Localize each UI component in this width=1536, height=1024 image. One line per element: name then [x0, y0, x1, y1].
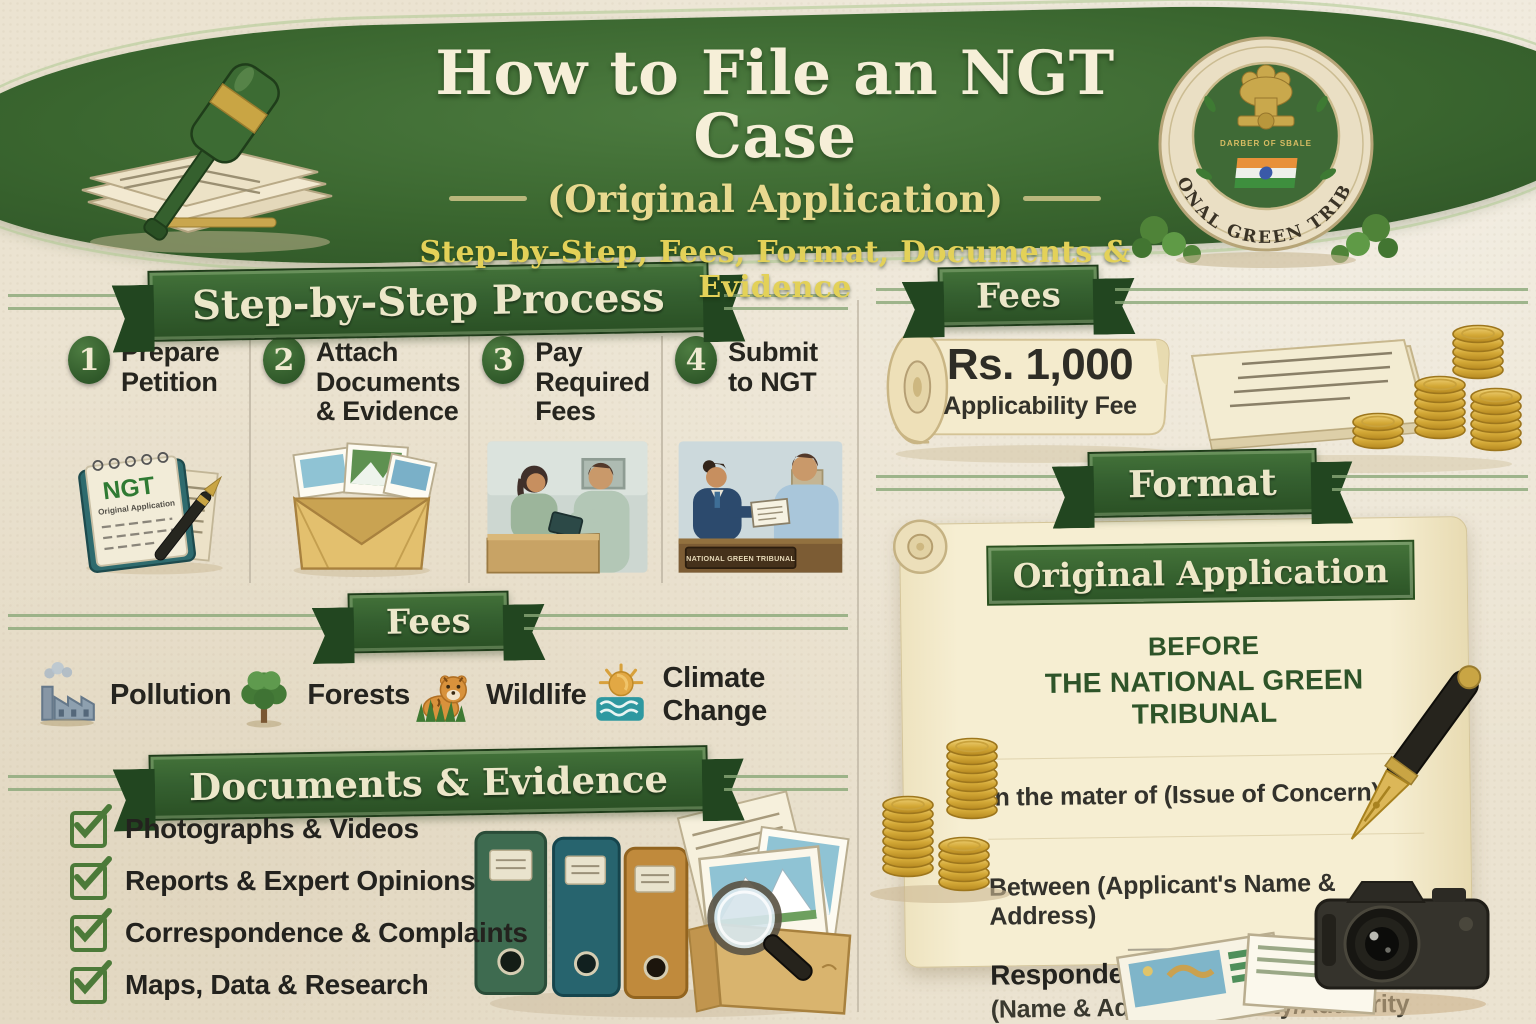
category-forests-label: Forests: [307, 678, 411, 711]
step-4-number-badge: 4: [675, 336, 718, 384]
fee-categories-row: Pollution Forests Wildl: [34, 652, 840, 738]
checkbox-check-icon: [70, 803, 112, 848]
notepad-illustration: NGT Original Application: [78, 451, 223, 575]
format-section-header: Format: [876, 448, 1529, 518]
step-3-label: Pay Required Fees: [535, 337, 650, 427]
evidence-checklist: Photographs & Videos Reports & Expert Op…: [70, 803, 528, 1004]
pay-fees-illustration: [486, 441, 648, 574]
camera-photos-illustration: [1115, 881, 1490, 1020]
subtitle-dash-left: [448, 196, 527, 202]
right-fees-section-header: Fees: [876, 264, 1528, 328]
category-wildlife: Wildlife: [410, 662, 587, 728]
rule-line: [724, 293, 849, 310]
category-climate-label: Climate Change: [662, 662, 768, 727]
gavel-icon: [81, 63, 333, 253]
page-tagline: Step-by-Step, Fees, Format, Documents & …: [419, 234, 1131, 305]
step-2-label: Attach Documents & Evidence: [315, 337, 461, 427]
sun-waves-icon: [596, 663, 645, 721]
ngt-emblem-seal: DARBER OF SBALE NATIONAL GREEN TRIBUNAL: [1126, 24, 1398, 268]
rule-line: [524, 614, 848, 630]
rule-line: [1114, 288, 1528, 304]
header-title-block: How to File an NGT Case (Original Applic…: [380, 42, 1170, 305]
rule-line: [8, 614, 332, 630]
category-wildlife-label: Wildlife: [486, 678, 587, 711]
desk-nameplate: NATIONAL GREEN TRIBUNAL: [686, 554, 795, 563]
documents-section-header: Documents & Evidence: [8, 745, 849, 821]
application-title: Original Application: [1012, 550, 1389, 595]
left-fees-section-header: Fees: [8, 590, 848, 654]
checklist-item: Correspondence & Complaints: [70, 907, 528, 952]
rule-line: [8, 775, 133, 791]
column-divider: [857, 300, 859, 1012]
checkbox-check-icon: [70, 855, 112, 900]
scroll-curl-icon: [892, 519, 948, 574]
coin-stacks-icon: [870, 737, 1010, 903]
step-2-cell: 2 Attach Documents & Evidence: [248, 336, 468, 583]
rule-line: [1332, 475, 1529, 491]
checklist-item-label: Correspondence & Complaints: [125, 917, 528, 948]
step-4-cell: 4 Submit to NGT: [661, 336, 854, 583]
subtitle-dash-right: [1023, 196, 1102, 202]
format-scroll-document: Original Application BEFORE THE NATIONAL…: [892, 516, 1474, 1024]
emblem-sprig-icon: [1195, 95, 1337, 180]
page-title: How to File an NGT Case: [435, 38, 1115, 173]
format-banner-ribbon: Format: [1087, 448, 1317, 518]
emblem-motto: DARBER OF SBALE: [1220, 139, 1312, 148]
category-climate: Climate Change: [586, 662, 840, 728]
garland-leaves-icon: [1132, 214, 1398, 268]
india-flag-icon: [1234, 158, 1298, 188]
checklist-item: Reports & Expert Opinions: [70, 855, 528, 900]
ashoka-capital-icon: [1237, 64, 1295, 130]
checklist-item-label: Reports & Expert Opinions: [125, 865, 476, 896]
checklist-item: Photographs & Videos: [70, 803, 528, 848]
left-fees-banner-ribbon: Fees: [347, 590, 509, 654]
step-2-number-badge: 2: [262, 336, 305, 384]
fee-amount-box: Rs. 1,000 Applicability Fee: [920, 340, 1160, 421]
step-1-number-badge: 1: [68, 336, 110, 384]
step-4-label: Submit to NGT: [728, 337, 818, 397]
category-pollution: Pollution: [34, 662, 232, 728]
submit-ngt-illustration: NATIONAL GREEN TRIBUNAL: [678, 441, 843, 573]
steps-grid: 1 Prepare Petition NGT Original Applicat…: [56, 336, 854, 583]
steps-section-header: Step-by-Step Process: [8, 261, 849, 342]
checklist-item-label: Photographs & Videos: [125, 813, 419, 844]
fee-amount-label: Applicability Fee: [943, 392, 1137, 420]
category-forests: Forests: [231, 662, 410, 728]
pen-icon: [154, 475, 223, 561]
notepad-title: NGT: [101, 472, 156, 505]
checkbox-check-icon: [70, 959, 112, 1004]
category-pollution-label: Pollution: [110, 678, 232, 711]
fee-amount: Rs. 1,000: [946, 340, 1134, 389]
step-3-number-badge: 3: [482, 336, 525, 384]
binders-box-illustration: [474, 790, 852, 1018]
factory-icon: [40, 662, 95, 727]
tree-icon: [241, 671, 288, 728]
rule-line: [723, 775, 849, 791]
rule-line: [876, 288, 922, 304]
tiger-icon: [416, 675, 467, 722]
fee-document-coins-illustration: [1190, 324, 1522, 473]
application-title-bar: Original Application: [986, 539, 1416, 606]
envelope-documents-illustration: [292, 442, 438, 578]
rule-line: [876, 475, 1072, 491]
fountain-pen-icon: [1350, 665, 1482, 840]
page-subtitle: (Original Application): [546, 176, 1004, 221]
step-1-cell: 1 Prepare Petition NGT Original Applicat…: [56, 336, 249, 583]
rule-line: [8, 293, 132, 310]
checklist-item-label: Maps, Data & Research: [125, 969, 429, 1000]
step-3-cell: 3 Pay Required Fees: [468, 336, 661, 583]
checkbox-check-icon: [70, 907, 112, 952]
checklist-item: Maps, Data & Research: [70, 959, 528, 1004]
